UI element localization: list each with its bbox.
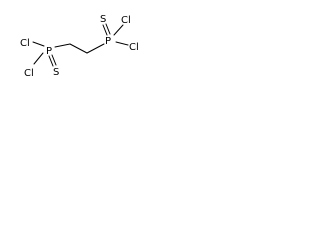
atom-s-right: S [100,14,106,25]
bond-p-right-cl-top [113,24,124,36]
bonds [32,23,129,67]
bond-p-right-s-double-a [102,24,108,36]
atom-labels: P S Cl Cl P S Cl Cl [20,14,139,79]
atom-cl-left-top: Cl [20,38,30,49]
bond-p-left-s-double-b [51,54,57,66]
structural-formula: P S Cl Cl P S Cl Cl [20,14,139,79]
atom-s-left: S [53,67,59,78]
bond-p-left-s-double-a [48,55,54,67]
atom-cl-right-top: Cl [121,15,131,26]
bond-ch2-p-right [86,43,105,54]
bond-p-right-s-double-b [105,23,111,35]
bond-p-left-cl-top [32,41,45,47]
atom-cl-left-bottom: Cl [24,68,34,79]
atom-p-right: P [105,36,111,47]
atom-p-left: P [46,46,52,57]
bond-p-right-cl-right [115,41,129,46]
atom-cl-right-right: Cl [129,42,139,53]
bond-p-left-cl-bottom [33,52,44,65]
bond-p-left-ch2 [54,43,71,48]
bond-ch2-ch2 [69,43,88,54]
